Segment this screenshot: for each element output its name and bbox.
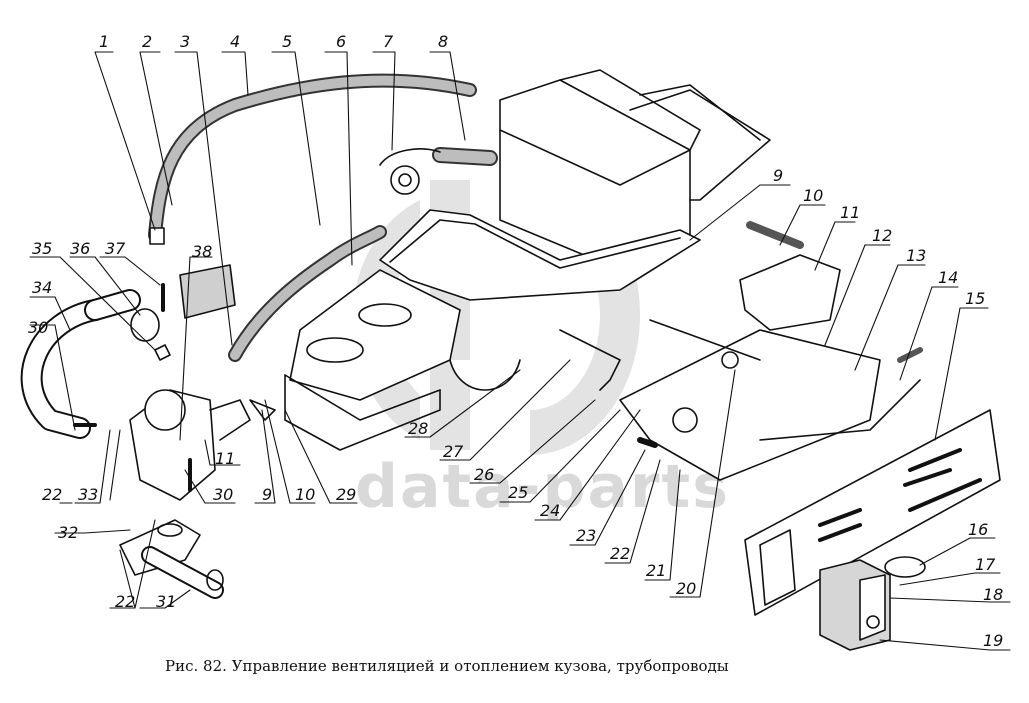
knob-16 [884,556,926,578]
callout-21: 21 [646,561,667,580]
control-panel [744,409,1001,616]
callout-30-lower: 30 [213,485,234,504]
callout-20: 20 [676,579,697,598]
bolt-23 [637,437,658,448]
figure-caption: Рис. 82. Управление вентиляцией и отопле… [165,657,729,675]
clamp-36 [130,308,160,342]
callout-37: 37 [105,239,126,258]
tee-valve [129,389,251,501]
callout-25: 25 [508,483,529,502]
callout-35: 35 [32,239,53,258]
callout-14: 14 [938,268,959,287]
callout-10-lower: 10 [295,485,316,504]
callout-34: 34 [32,278,53,297]
leader-lines [29,51,1011,651]
callout-7: 7 [383,32,394,51]
callout-30-left: 30 [28,318,49,337]
callout-38: 38 [192,242,213,261]
callout-15: 15 [965,289,986,308]
callout-11-lower: 11 [215,449,236,468]
callout-22-bottom: 22 [115,592,136,611]
cable-10 [746,221,804,249]
callout-23: 23 [576,526,597,545]
callout-31: 31 [156,592,177,611]
elbow-pipe [20,289,141,439]
filter-38 [179,264,236,319]
callout-22-left: 22 [42,485,63,504]
callout-28: 28 [408,419,429,438]
fan-motor [449,359,521,391]
callout-3: 3 [180,32,191,51]
callout-2: 2 [142,32,153,51]
heater-housing [499,69,771,271]
air-duct-frame [284,209,701,451]
nut-35 [154,344,171,361]
outlet-pipe [119,519,224,599]
callout-9-lower: 9 [262,485,273,504]
callout-12: 12 [872,226,893,245]
control-bracket [619,319,921,481]
callout-13: 13 [906,246,927,265]
control-rod [559,329,621,391]
callout-27: 27 [443,442,464,461]
callout-32: 32 [58,523,79,542]
callout-33: 33 [78,485,99,504]
callout-17: 17 [975,555,996,574]
duct-flap [739,254,841,331]
switch-block [819,559,891,651]
callout-6: 6 [336,32,347,51]
callout-10: 10 [803,186,824,205]
hose-lower [228,225,387,362]
callout-9: 9 [773,166,784,185]
callout-11: 11 [840,203,861,222]
callout-24: 24 [540,501,561,520]
callout-22-right: 22 [610,544,631,563]
callout-5: 5 [282,32,293,51]
callout-1: 1 [99,32,110,51]
callout-36: 36 [70,239,91,258]
watermark-text: data-parts [355,452,730,522]
callout-16: 16 [968,520,989,539]
callout-4: 4 [230,32,241,51]
callout-19: 19 [983,631,1004,650]
heater-valve [379,148,441,195]
callout-26: 26 [474,465,495,484]
callout-29: 29 [336,485,357,504]
callout-18: 18 [983,585,1004,604]
callout-8: 8 [438,32,449,51]
